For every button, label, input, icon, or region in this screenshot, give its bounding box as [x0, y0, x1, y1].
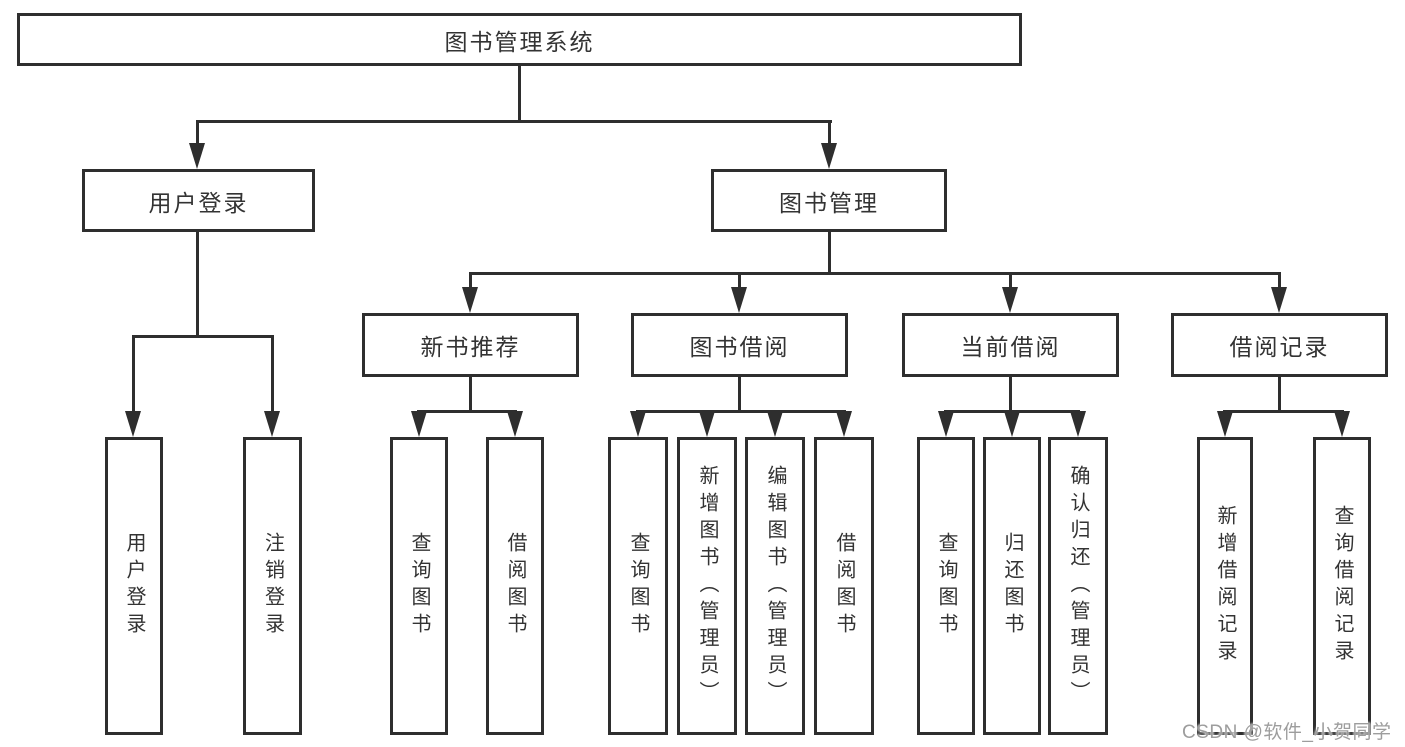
leaf-label: 借阅图书: [504, 532, 526, 640]
arrowhead-down-icon: [1334, 411, 1350, 437]
node-new-book-rec-label: 新书推荐: [420, 334, 521, 360]
arrowhead-down-icon: [836, 411, 852, 437]
arrowhead-down-icon: [411, 411, 427, 437]
arrowhead-down-icon: [507, 411, 523, 437]
node-borrow-record: 借阅记录: [1171, 313, 1388, 377]
connector-drop: [196, 120, 199, 146]
arrowhead-down-icon: [1004, 411, 1020, 437]
node-leaf-query-book-a: 查询图书: [390, 437, 448, 735]
leaf-label: 查询图书: [935, 532, 957, 640]
node-leaf-query-book-b: 查询图书: [608, 437, 668, 735]
connector-borrow-record-branch: [1223, 410, 1344, 413]
node-current-borrow: 当前借阅: [902, 313, 1119, 377]
node-leaf-borrow-book-b: 借阅图书: [814, 437, 874, 735]
connector-root-branch: [196, 120, 832, 123]
node-book-mgmt: 图书管理: [711, 169, 947, 232]
connector-drop: [271, 335, 274, 413]
leaf-label: 新增图书（管理员）: [696, 464, 718, 708]
arrowhead-down-icon: [699, 411, 715, 437]
csdn-watermark: CSDN @软件_小贺同学: [1182, 722, 1392, 743]
arrowhead-down-icon: [189, 143, 205, 169]
arrowhead-down-icon: [1002, 287, 1018, 313]
node-leaf-add-borrow-record: 新增借阅记录: [1197, 437, 1253, 735]
connector-drop: [469, 272, 472, 288]
node-root: 图书管理系统: [17, 13, 1022, 66]
leaf-label: 归还图书: [1001, 532, 1023, 640]
connector-drop: [828, 120, 831, 146]
node-leaf-user-login: 用户登录: [105, 437, 163, 735]
node-borrow-record-label: 借阅记录: [1229, 334, 1330, 360]
arrowhead-down-icon: [821, 143, 837, 169]
connector-borrow-record-stem: [1278, 377, 1281, 412]
arrowhead-down-icon: [731, 287, 747, 313]
node-user-login-label: 用户登录: [148, 189, 249, 216]
node-book-borrow-label: 图书借阅: [689, 334, 790, 360]
node-root-label: 图书管理系统: [444, 28, 595, 55]
node-leaf-add-book: 新增图书（管理员）: [677, 437, 737, 735]
node-book-borrow: 图书借阅: [631, 313, 848, 377]
node-current-borrow-label: 当前借阅: [960, 334, 1061, 360]
arrowhead-down-icon: [1217, 411, 1233, 437]
connector-user-login-stem: [196, 232, 199, 336]
node-leaf-query-borrow-record: 查询借阅记录: [1313, 437, 1371, 735]
arrowhead-down-icon: [767, 411, 783, 437]
arrowhead-down-icon: [630, 411, 646, 437]
connector-drop: [1009, 272, 1012, 288]
node-leaf-edit-book: 编辑图书（管理员）: [745, 437, 805, 735]
leaf-label: 查询图书: [408, 532, 430, 640]
leaf-label: 借阅图书: [833, 532, 855, 640]
arrowhead-down-icon: [125, 411, 141, 437]
leaf-label: 编辑图书（管理员）: [764, 464, 786, 708]
connector-new-book-branch: [417, 410, 517, 413]
connector-root-stem: [518, 65, 521, 122]
connector-book-mgmt-stem: [828, 232, 831, 274]
arrowhead-down-icon: [264, 411, 280, 437]
node-leaf-query-book-c: 查询图书: [917, 437, 975, 735]
node-book-mgmt-label: 图书管理: [779, 189, 879, 216]
node-leaf-confirm-return: 确认归还（管理员）: [1048, 437, 1108, 735]
connector-user-login-branch: [132, 335, 274, 338]
connector-book-borrow-stem: [738, 377, 741, 412]
connector-current-borrow-stem: [1009, 377, 1012, 412]
node-leaf-return-book: 归还图书: [983, 437, 1041, 735]
leaf-label: 用户登录: [123, 532, 145, 640]
connector-drop: [132, 335, 135, 413]
connector-drop: [1278, 272, 1281, 288]
connector-book-mgmt-branch: [469, 272, 1281, 275]
leaf-label: 注销登录: [261, 532, 284, 640]
arrowhead-down-icon: [938, 411, 954, 437]
arrowhead-down-icon: [1271, 287, 1287, 313]
node-leaf-borrow-book-a: 借阅图书: [486, 437, 544, 735]
leaf-label: 确认归还（管理员）: [1067, 464, 1089, 708]
node-new-book-rec: 新书推荐: [362, 313, 579, 377]
arrowhead-down-icon: [462, 287, 478, 313]
leaf-label: 查询借阅记录: [1331, 505, 1353, 667]
connector-drop: [738, 272, 741, 288]
leaf-label: 查询图书: [627, 532, 649, 640]
node-user-login: 用户登录: [82, 169, 315, 232]
arrowhead-down-icon: [1070, 411, 1086, 437]
connector-book-borrow-branch: [636, 410, 846, 413]
node-leaf-logout: 注销登录: [243, 437, 302, 735]
leaf-label: 新增借阅记录: [1214, 505, 1236, 667]
connector-new-book-stem: [469, 377, 472, 412]
